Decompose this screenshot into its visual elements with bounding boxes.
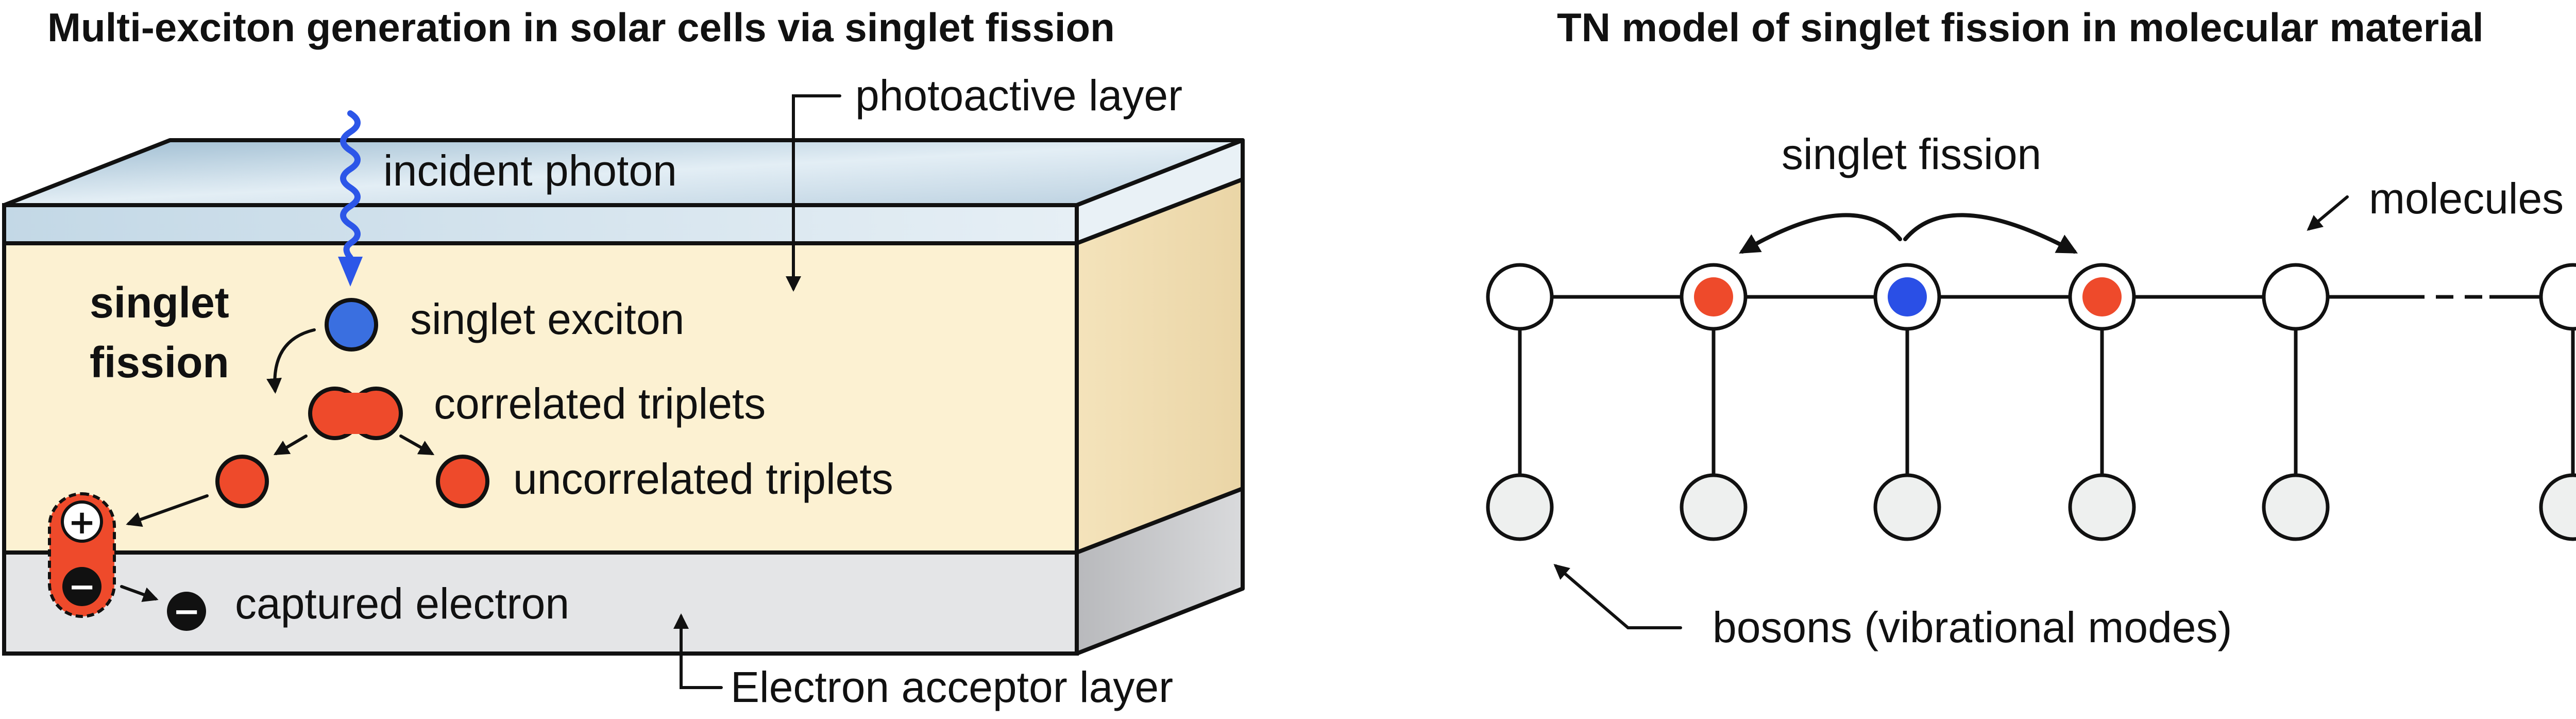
boson-node [1486,473,1554,541]
singlet-exciton-label: singlet exciton [410,295,684,343]
electron-charge-in-pill [62,567,101,606]
photoactive-layer-leader [786,94,841,292]
glass-front-face [2,203,1079,245]
hole-sign: + [68,504,96,542]
photoactive-layer-front [2,241,1079,555]
boson-nodes [1486,473,2576,541]
electron-acceptor-layer-label: Electron acceptor layer [731,663,1173,711]
left-panel-title: Multi-exciton generation in solar cells … [47,5,1115,50]
singlet-fission-label: singlet fission [1782,130,2041,178]
molecules-label: molecules [2369,174,2564,223]
correlated-triplets [308,387,403,440]
boson-node [1680,473,1748,541]
incident-photon-arrowhead [338,257,363,287]
capture-arrow [120,585,159,602]
fission-arc-right [1903,213,2078,254]
left-panel: Multi-exciton generation in solar cells … [2,5,1245,711]
fission-arc-left [1739,213,1902,254]
molecule-boson-couplings [1518,297,2575,507]
molecule-nodes [1486,263,2576,331]
correlated-triplets-label: correlated triplets [434,379,766,428]
acceptor-layer-leader [673,613,723,689]
right-panel: TN model of singlet fission in molecular… [1486,5,2576,651]
singlet-site [1888,277,1927,316]
molecule-node [2539,263,2576,331]
singlet-fission-label-line2: fission [90,338,229,387]
triplet-site [2082,277,2122,316]
fission-curved-arrow [266,328,316,394]
molecules-leader [2307,195,2349,231]
bosons-label: bosons (vibrational modes) [1713,603,2232,651]
captured-electron-label: captured electron [235,579,569,628]
split-arrow-left [273,434,308,456]
singlet-exciton [325,298,378,352]
acceptor-layer-front [2,550,1079,656]
bosons-leader [1553,564,1682,629]
electron-sign-in-pill: − [68,568,96,606]
singlet-fission-label-line1: singlet [90,278,229,327]
uncorrelated-triplet-right [436,455,489,508]
right-panel-title: TN model of singlet fission in molecular… [1557,5,2484,50]
boson-node [2262,473,2330,541]
photoactive-layer-label: photoactive layer [855,71,1182,120]
captured-electron-sign: − [173,593,200,631]
captured-electron [167,592,206,631]
boson-node [2539,473,2576,541]
split-arrow-right [399,434,435,455]
dissociation-arrow [126,494,209,527]
uncorrelated-triplet-left [215,455,269,508]
molecule-node [1486,263,1554,331]
incident-photon-label: incident photon [383,146,677,195]
uncorrelated-triplets-label: uncorrelated triplets [513,455,893,503]
boson-node [1873,473,1941,541]
hole-charge [61,500,103,543]
triplet-site [1694,277,1733,316]
molecule-node [2262,263,2330,331]
incident-photon-wave [340,110,361,261]
boson-node [2068,473,2136,541]
solar-cell-block [2,138,1245,656]
